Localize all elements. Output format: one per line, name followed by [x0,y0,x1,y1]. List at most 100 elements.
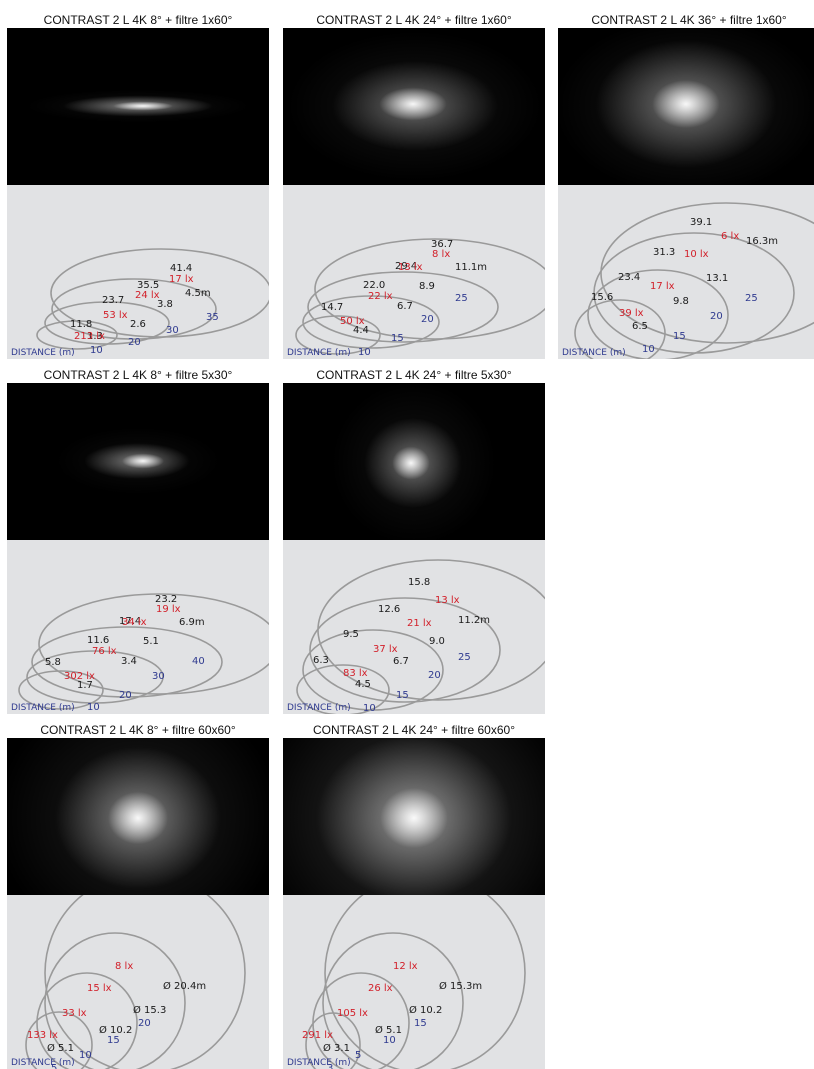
distance-label: 10 [79,1050,92,1061]
beam-width-label: 22.0 [363,280,385,291]
beam-height-label: 8.9 [419,281,435,292]
isolux-ring [26,650,164,704]
beam-width-label: 11.8 [70,319,92,330]
distance-label: 20 [710,311,723,322]
beam-height-label: 13.1 [706,273,728,284]
beam-height-label: Ø 15.3m [439,980,482,992]
panel-title: CONTRAST 2 L 4K 8° + filtre 5x30° [43,368,233,382]
illuminance-label: 50 lx [340,316,365,327]
illuminance-label: 21 lx [407,618,432,629]
beam-photo [7,28,269,185]
isolux-ring [302,629,444,711]
isolux-ring [296,664,390,714]
beam-width-label: 11.6 [87,635,109,646]
distance-label: 35 [206,312,219,323]
beam-height-label: 9.0 [429,636,445,647]
illuminance-label: 37 lx [373,644,398,655]
panel-title: CONTRAST 2 L 4K 24° + filtre 60x60° [312,723,516,737]
beam-height-label: 3.4 [121,656,137,667]
beam-width-label: 36.7 [431,239,453,250]
beam-width-label: 35.5 [137,280,159,291]
beam-photo [283,28,545,185]
illuminance-label: 291 lx [302,1030,333,1041]
distance-label: 15 [396,690,409,701]
distance-label: 15 [414,1018,427,1029]
isolux-ring [314,238,545,340]
distance-label: 20 [119,690,132,701]
distance-label: 10 [87,702,100,713]
beam-glow [122,453,164,469]
isolux-ring [587,269,729,359]
distance-label: 20 [428,670,441,681]
illuminance-label: 13 lx [398,262,423,273]
beam-panel: CONTRAST 2 L 4K 24° + filtre 60x60° Ø 3.1… [283,722,545,1069]
distance-axis-label: DISTANCE (m) [11,1058,75,1068]
distance-axis-label: DISTANCE (m) [11,703,75,713]
isolux-ring [44,895,246,1069]
beam-height-label: 11.1m [455,262,487,273]
distance-label: 25 [458,652,471,663]
distance-label: 5 [355,1050,361,1061]
beam-height-label: Ø 3.1 [323,1042,350,1054]
isolux-ring [36,320,118,350]
beam-glow [113,101,173,111]
isolux-ring [295,315,381,355]
isolux-ring [574,299,666,359]
panel-title: CONTRAST 2 L 4K 36° + filtre 1x60° [591,13,787,27]
illuminance-label: 19 lx [156,604,181,615]
beam-height-label: 4.5m [185,288,211,299]
illuminance-label: 105 lx [337,1008,368,1019]
beam-photo [283,383,545,540]
beam-width-label: 14.7 [321,302,343,313]
beam-width-label: 15.8 [408,577,430,588]
beam-width-label: 12.6 [378,604,400,615]
illuminance-label: 17 lx [169,274,194,285]
beam-height-label: Ø 5.1 [375,1024,402,1036]
beam-height-label: 16.3m [746,236,778,247]
beam-height-label: 4.5 [355,679,371,690]
distance-axis-label: DISTANCE (m) [562,348,626,358]
illuminance-label: 53 lx [103,310,128,321]
beam-width-label: 31.3 [653,247,675,258]
distance-axis-label: DISTANCE (m) [287,1058,351,1068]
beam-width-label: 39.1 [690,217,712,228]
isolux-ring [302,295,440,349]
distance-label: 40 [192,656,205,667]
beam-height-label: 1.3 [87,331,103,342]
distance-label: 25 [745,293,758,304]
beam-height-label: 11.2m [458,615,490,626]
beam-height-label: Ø 20.4m [163,980,206,992]
beam-width-label: 9.5 [343,629,359,640]
isolux-ring [309,597,501,703]
illuminance-label: 83 lx [343,668,368,679]
panel-title: CONTRAST 2 L 4K 8° + filtre 60x60° [40,723,236,737]
distance-label: 10 [90,345,103,356]
illuminance-label: 213 lx [74,331,105,342]
beam-height-label: Ø 10.2 [99,1024,132,1036]
distance-axis-label: DISTANCE (m) [11,348,75,358]
beam-width-label: 23.7 [102,295,124,306]
beam-width-label: 29.4 [395,261,417,272]
distance-label: 20 [128,337,141,348]
illuminance-label: 17 lx [650,281,675,292]
illuminance-label: 12 lx [393,961,418,972]
illuminance-label: 10 lx [684,249,709,260]
beam-height-label: 2.6 [130,319,146,330]
beam-width-label: 23.4 [618,272,640,283]
beam-photo [283,738,545,895]
beam-glow [108,791,168,845]
illuminance-label: 13 lx [435,595,460,606]
distance-label: 15 [107,1035,120,1046]
beam-glow [652,80,720,128]
isolux-ring [25,1011,93,1069]
